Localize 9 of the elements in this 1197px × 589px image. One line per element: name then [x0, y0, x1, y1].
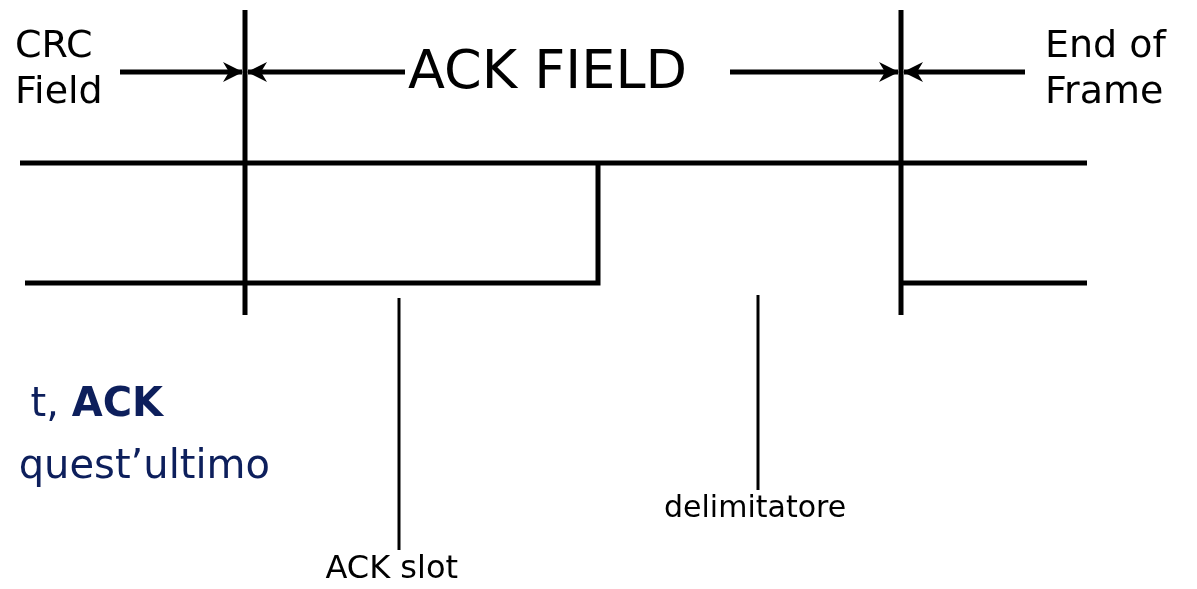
leader-line — [756, 295, 760, 490]
callout-label: ACK slot — [325, 550, 458, 586]
body-text: t, ACK — [30, 378, 163, 426]
field-title: ACK FIELD — [408, 38, 688, 103]
body-text: quest’ultimo — [18, 440, 270, 488]
callout-label: delimitatore — [664, 490, 847, 523]
field-label: End of Frame — [1045, 22, 1168, 114]
field-label: CRC Field — [15, 22, 104, 114]
leader-line — [397, 298, 401, 550]
